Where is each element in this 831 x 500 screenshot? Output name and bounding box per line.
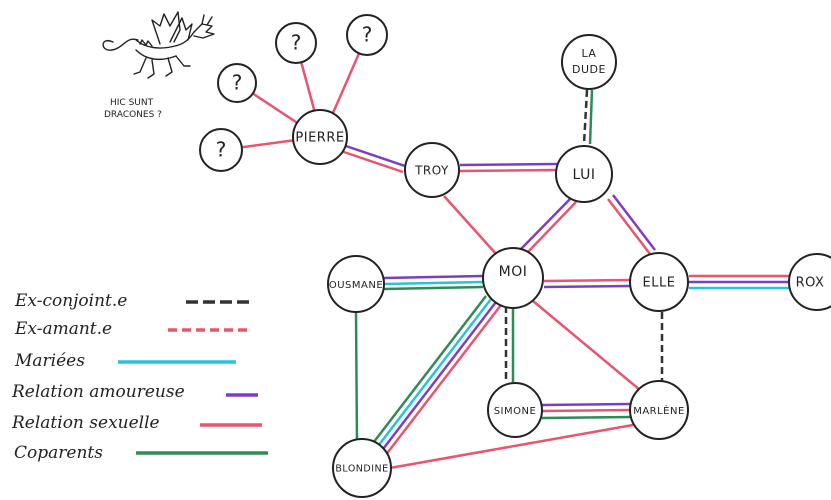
edge-moi-blondine-sexual [384,304,502,457]
edge-troy-moi-sexual [443,195,498,256]
node-moi: MOI [482,247,544,309]
edge-troy-lui-sexual [459,168,558,173]
legend-label-5: Coparents [14,443,103,463]
edge-moi-elle-romance [543,284,631,289]
node-simone-label: SIMONE [494,406,537,417]
node-la-dude: LA DUDE [561,34,617,90]
node-la-dude-label-2: DUDE [572,63,606,76]
node-moi-label: MOI [499,264,528,280]
node-ousmane-label: OUSMANE [329,280,383,291]
edge-troy-lui-romance [459,162,558,167]
edge-moi-blondine-married [374,298,492,451]
legend: Ex-conjoint.e Ex-amant.e Mariées Relatio… [11,291,268,463]
legend-label-2: Mariées [14,351,85,371]
edge-ousmane-moi-romance [383,274,484,280]
edge-lui-elle-sexual [607,198,651,255]
node-marlene: MARLÈNE [629,380,689,440]
node-blondine: BLONDINE [332,438,392,498]
node-q2: ? [275,22,317,64]
node-rox: ROX [788,253,831,311]
node-q1-label: ? [232,71,243,95]
edge-moi-blondine-romance [379,301,497,454]
edge-ousmane-blondine-coparents [354,311,359,446]
node-la-dude-label-1: LA [582,47,597,60]
node-q4-label: ? [216,138,227,162]
edge-ousmane-moi-coparents [383,285,484,291]
node-q4: ? [199,128,243,172]
edge-pierre-troy-romance [339,142,406,168]
node-elle-label: ELLE [643,276,676,291]
edge-ousmane-moi-married [383,280,484,286]
edge-simone-marlene-sexual [541,408,632,413]
node-blondine-label: BLONDINE [335,464,388,475]
edge-lui-moi-romance [519,197,572,251]
edge-lui-elle-romance [612,194,656,251]
edge-moi-blondine-coparents [369,295,487,448]
node-q1: ? [217,63,257,103]
edge-lui-moi-sexual [525,201,577,255]
node-simone: SIMONE [487,382,543,438]
edge-blondine-marlene-sexual [389,423,634,470]
node-ousmane: OUSMANE [327,255,385,313]
caption-line-1: HIC SUNT [110,98,154,108]
edge-simone-marlene-romance [541,402,632,407]
legend-label-3: Relation amoureuse [11,382,185,402]
node-pierre-label: PIERRE [295,131,344,146]
edge-ladude-lui-coparents [588,89,594,145]
node-elle: ELLE [629,252,689,312]
edge-pierre-troy-sexual [337,148,404,174]
node-marlene-label: MARLÈNE [633,404,685,417]
legend-label-0: Ex-conjoint.e [14,291,127,311]
node-troy-label: TROY [414,164,449,178]
dragon-illustration [102,11,215,79]
node-lui-label: LUI [573,167,596,183]
edge-simone-marlene-coparents [541,415,632,420]
node-q3-label: ? [362,23,373,47]
node-troy: TROY [404,142,460,198]
caption-line-2: DRACONES ? [104,110,162,120]
node-q3: ? [346,14,388,56]
legend-label-1: Ex-amant.e [14,319,112,339]
edge-ladude-lui-ex [582,89,589,145]
edge-moi-marlene-sexual [532,300,641,391]
legend-label-4: Relation sexuelle [11,413,160,433]
node-pierre: PIERRE [292,109,348,165]
edge-moi-elle-sexual [543,278,631,283]
node-rox-label: ROX [796,276,825,291]
node-lui: LUI [555,145,613,203]
node-q2-label: ? [291,31,302,55]
